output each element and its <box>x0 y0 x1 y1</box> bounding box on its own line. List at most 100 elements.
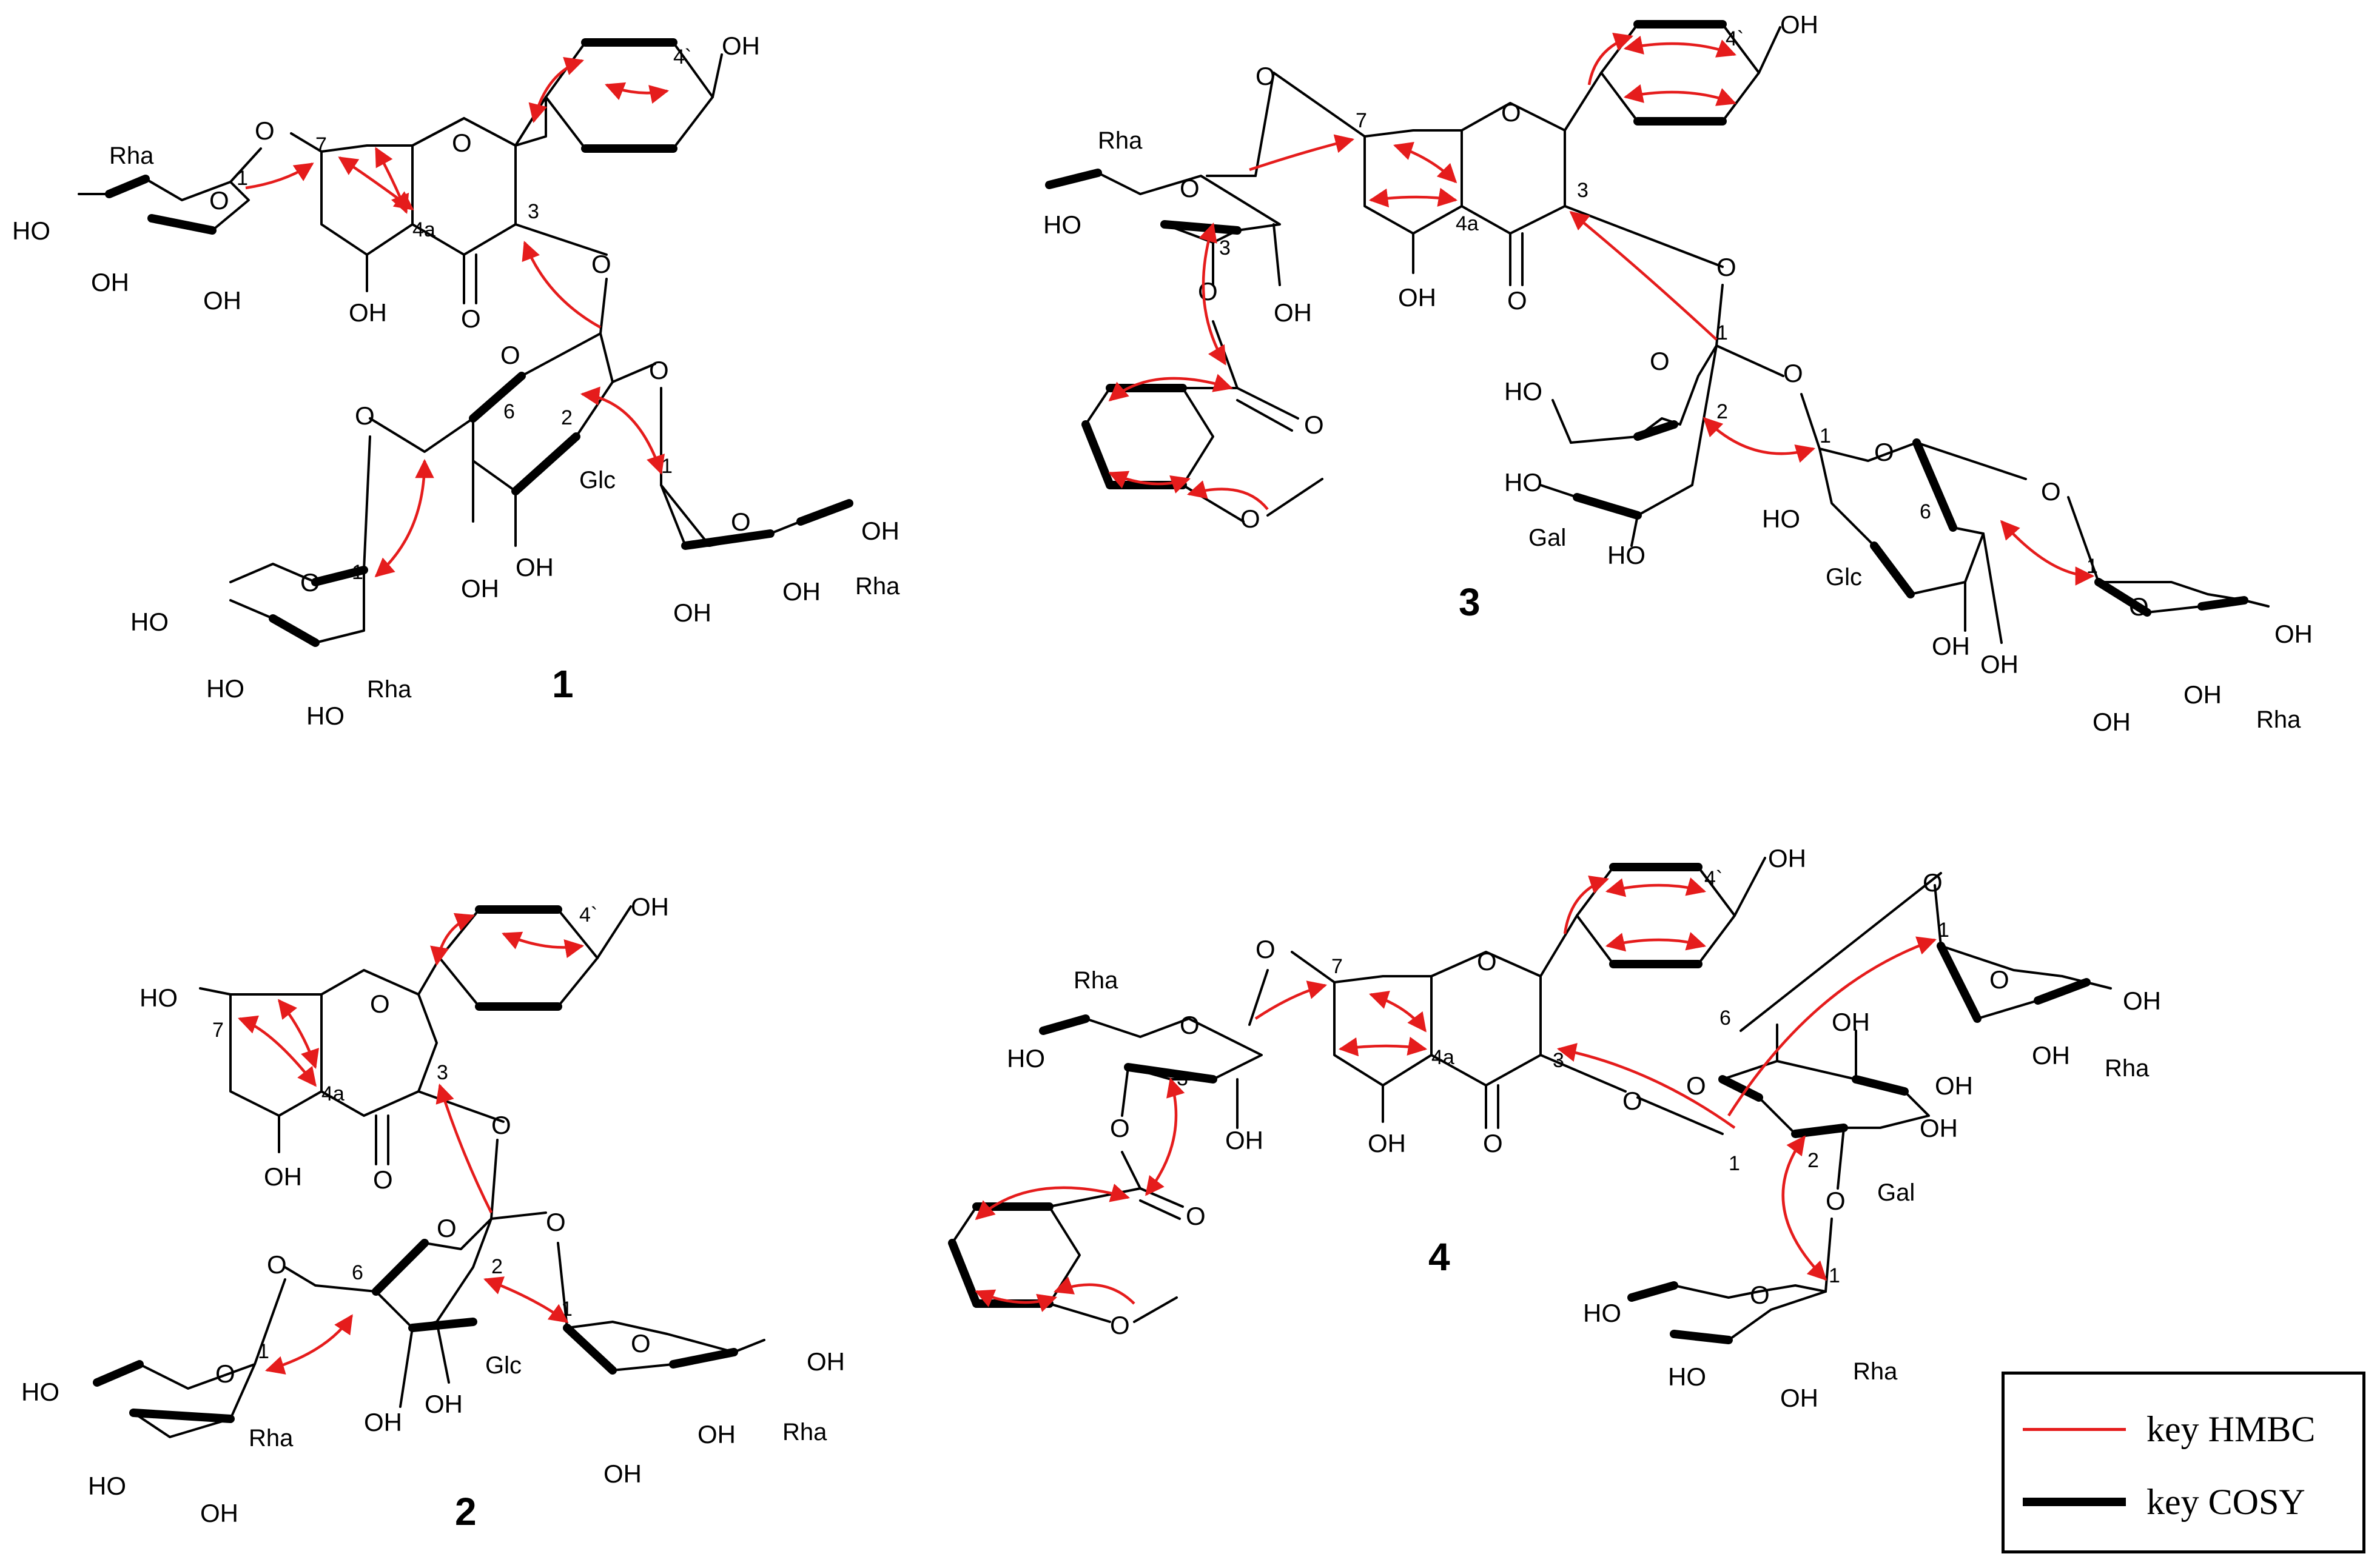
c1-hmbc-glc-c3 <box>522 241 602 329</box>
c2-glc-o6: O <box>267 1250 287 1279</box>
c1-flavone-core <box>290 96 608 304</box>
c4-gal-o: O <box>1686 1071 1706 1100</box>
c1-glc-pos6: 6 <box>503 400 515 423</box>
c2-rha6-ho1: HO <box>21 1378 59 1406</box>
c4-hmbc-benz3 <box>975 1289 1057 1312</box>
c1-label-4a: 4a <box>412 218 435 241</box>
c4-rha6-label: Rha <box>2105 1055 2150 1082</box>
c4-hmbc-rha6 <box>1727 936 1937 1117</box>
c4-rha6-pos1: 1 <box>1938 919 1949 942</box>
c4-label-3: 3 <box>1553 1049 1564 1072</box>
c1-rha2-label: Rha <box>855 573 900 600</box>
c4-hmbc-b-ring2 <box>1605 932 1707 952</box>
c1-o-3: O <box>591 250 611 278</box>
c4-rha2-ho2: HO <box>1668 1362 1706 1391</box>
c1-rha-2: O 1 OH OH OH Rha <box>660 387 900 627</box>
c3-glc: O 1 6 HO Glc OH OH O <box>1762 393 2061 678</box>
c1-rha6-pos1: 1 <box>352 561 363 584</box>
c1-rha7-o: O <box>209 186 229 215</box>
c3-rha6-o: O <box>2129 592 2149 621</box>
c4-label-4p: 4` <box>1704 867 1723 890</box>
c1-rha2-oh2: OH <box>782 577 821 606</box>
c2-o-carbonyl: O <box>373 1165 393 1194</box>
c3-glc-oh2: OH <box>1980 650 2019 678</box>
c3-gal-pos1: 1 <box>1716 321 1728 344</box>
c3-glc-pos6: 6 <box>1920 500 1931 523</box>
legend-hmbc-swatch <box>2023 1427 2126 1431</box>
c4-b-ring: OH 4` <box>1576 844 1806 968</box>
c1-o-7: O <box>255 116 275 145</box>
c1-rha6-o: O <box>300 568 320 597</box>
c3-hmbc-a1 <box>1393 142 1457 184</box>
c4-rha2-o: O <box>1750 1281 1770 1309</box>
c1-hmbc-b-ring <box>605 82 670 104</box>
c3-label-7: 7 <box>1356 109 1367 132</box>
c2-rha-6: HO HO OH O 1 Rha <box>21 1278 294 1527</box>
c4-gal-oh1: OH <box>1832 1008 1870 1036</box>
c3-rha7-o: O <box>1180 174 1200 203</box>
c2-oh-5: OH <box>264 1162 302 1191</box>
c3-glc-pos1: 1 <box>1820 424 1831 447</box>
c2-flavone-core <box>199 957 505 1165</box>
c4-gal-label: Gal <box>1877 1179 1915 1206</box>
c2-ho-7: HO <box>140 983 178 1012</box>
compound-2: OH 4` O O OH HO O 7 4a 3 O 6 <box>21 893 845 1533</box>
c3-gal-ho2: HO <box>1504 468 1542 497</box>
c3-rha-6: O 1 OH OH OH Rha <box>2067 496 2313 736</box>
c2-rha2-oh2: OH <box>698 1420 736 1449</box>
c4-hmbc-b-ring1 <box>1605 877 1707 897</box>
c1-glc-o: O <box>500 341 520 369</box>
c1-hmbc-rha2 <box>580 386 665 475</box>
compound-2-label: 2 <box>455 1490 477 1533</box>
c2-rha6-ho2: HO <box>88 1472 126 1500</box>
c3-hmbc-b-ring1 <box>1623 36 1736 58</box>
c2-oh-4p: OH <box>631 893 669 921</box>
c1-rha6-ho3: HO <box>306 702 345 730</box>
c3-gal-o2: O <box>1783 359 1803 387</box>
c3-rha6-oh1: OH <box>2274 620 2313 648</box>
c1-oh-4p: OH <box>722 32 760 60</box>
c3-o-ring: O <box>1501 98 1521 127</box>
c4-rha6-oh3: OH <box>1935 1071 1973 1100</box>
c1-o-carbonyl: O <box>461 304 481 333</box>
c1-rha7-oh2: OH <box>203 286 241 315</box>
c2-glc: O 6 2 Glc OH OH O O <box>267 1139 566 1436</box>
c4-rha-7: O HO OH O 3 Rha <box>1007 967 1269 1154</box>
c4-rha7-label: Rha <box>1074 967 1118 994</box>
c1-glc-oh1: OH <box>461 574 499 603</box>
c4-oh-4p: OH <box>1768 844 1806 873</box>
c4-rha-6: O O 1 OH OH OH Rha <box>1923 868 2161 1100</box>
c1-rha7-pos1: 1 <box>237 167 248 190</box>
c3-hmbc-rha7-c7 <box>1249 134 1355 172</box>
c4-rha2-label: Rha <box>1853 1358 1898 1385</box>
c4-flavone-core <box>1291 914 1627 1129</box>
c3-hmbc-a2 <box>1368 187 1458 208</box>
c3-rha7-oh: OH <box>1274 298 1312 327</box>
c1-label-4p: 4` <box>673 45 691 69</box>
c1-hmbc-a2 <box>338 156 414 210</box>
compound-1: OH 4` O O OH O O 7 4a 3 <box>12 32 900 730</box>
c1-b-ring: OH 4` <box>545 32 760 153</box>
c4-oh-5: OH <box>1368 1129 1406 1158</box>
c4-gal-o2: O <box>1826 1187 1846 1215</box>
c4-hmbc-rha7-c7 <box>1254 980 1328 1020</box>
c3-rha6-label: Rha <box>2256 706 2301 733</box>
c4-hmbc-methoxy <box>1054 1276 1135 1305</box>
c3-rha6-pos1: 1 <box>2086 555 2098 578</box>
c4-benzoyl: O O <box>948 1151 1206 1339</box>
legend-cosy: key COSY <box>2023 1482 2305 1522</box>
c4-hmbc-benz2 <box>975 1184 1131 1221</box>
c2-glc-pos6: 6 <box>352 1261 363 1284</box>
c4-gal-pos2: 2 <box>1807 1149 1819 1172</box>
c1-rha6-ho2: HO <box>206 674 244 703</box>
c4-label-4a: 4a <box>1431 1046 1454 1069</box>
c3-benzoyl: O O <box>1081 320 1324 533</box>
c3-hmbc-methoxy <box>1186 480 1269 511</box>
c2-rha2-label: Rha <box>782 1419 827 1446</box>
c1-hmbc-b-c2 <box>528 57 584 124</box>
c3-gal-ho3: HO <box>1607 541 1645 569</box>
c3-label-3: 3 <box>1577 179 1588 202</box>
c3-hmbc-rha6 <box>2000 520 2095 586</box>
c3-rha7-ho: HO <box>1043 210 1081 239</box>
c3-flavone-core <box>1363 72 1724 286</box>
